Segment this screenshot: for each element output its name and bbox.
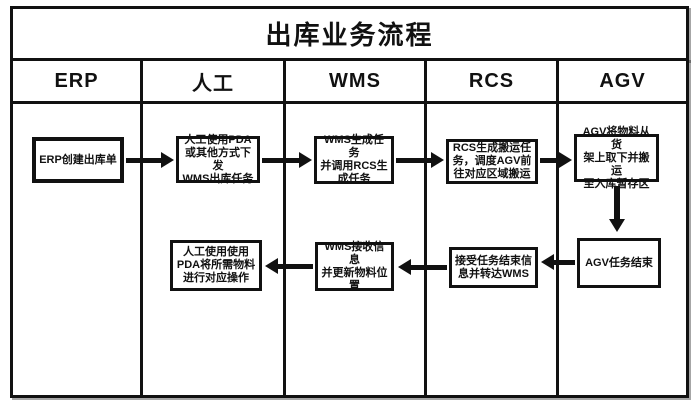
flow-box-rcs-dispatch: RCS生成搬运任 务，调度AGV前 往对应区域搬运 [446,139,538,184]
flow-box-wms-generate: WMS生成任务 并调用RCS生 成任务 [314,134,394,185]
arrow-manual-to-wms-icon [262,152,312,168]
lane-header-erp: ERP [13,61,140,101]
arrow-agv-to-rcs-icon [541,254,575,270]
arrow-agv-transport-to-finish-icon [609,186,625,232]
flow-box-agv-transport: AGV将物料从货 架上取下并搬运 至入库暂存区 [574,126,659,190]
page-title: 出库业务流程 [10,6,689,61]
flow-box-manual-operate: 人工使用使用 PDA将所需物料 进行对应操作 [170,240,262,291]
lane-header-rcs: RCS [427,61,556,101]
arrow-rcs-to-agv-icon [540,152,572,168]
flow-box-wms-update: WMS接收信息 并更新物料位 置 [315,241,394,292]
flow-box-rcs-receive: 接受任务结束信 息并转达WMS [449,247,538,288]
flow-box-erp-create: ERP创建出库单 [32,137,124,183]
lane-header-wms: WMS [286,61,424,101]
lane-header-manual: 人工 [143,61,283,101]
flow-box-agv-finish: AGV任务结束 [577,238,661,288]
arrow-rcs-to-wms-icon [398,259,447,275]
swimlane-table: ERP 人工 WMS RCS AGV [10,58,689,398]
arrow-wms-to-manual-icon [265,258,313,274]
arrow-erp-to-manual-icon [126,152,174,168]
arrow-wms-to-rcs-icon [396,152,444,168]
flow-box-manual-issue: 人工使用PDA 或其他方式下发 WMS出库任务 [176,134,260,185]
lane-header-agv: AGV [559,61,686,101]
